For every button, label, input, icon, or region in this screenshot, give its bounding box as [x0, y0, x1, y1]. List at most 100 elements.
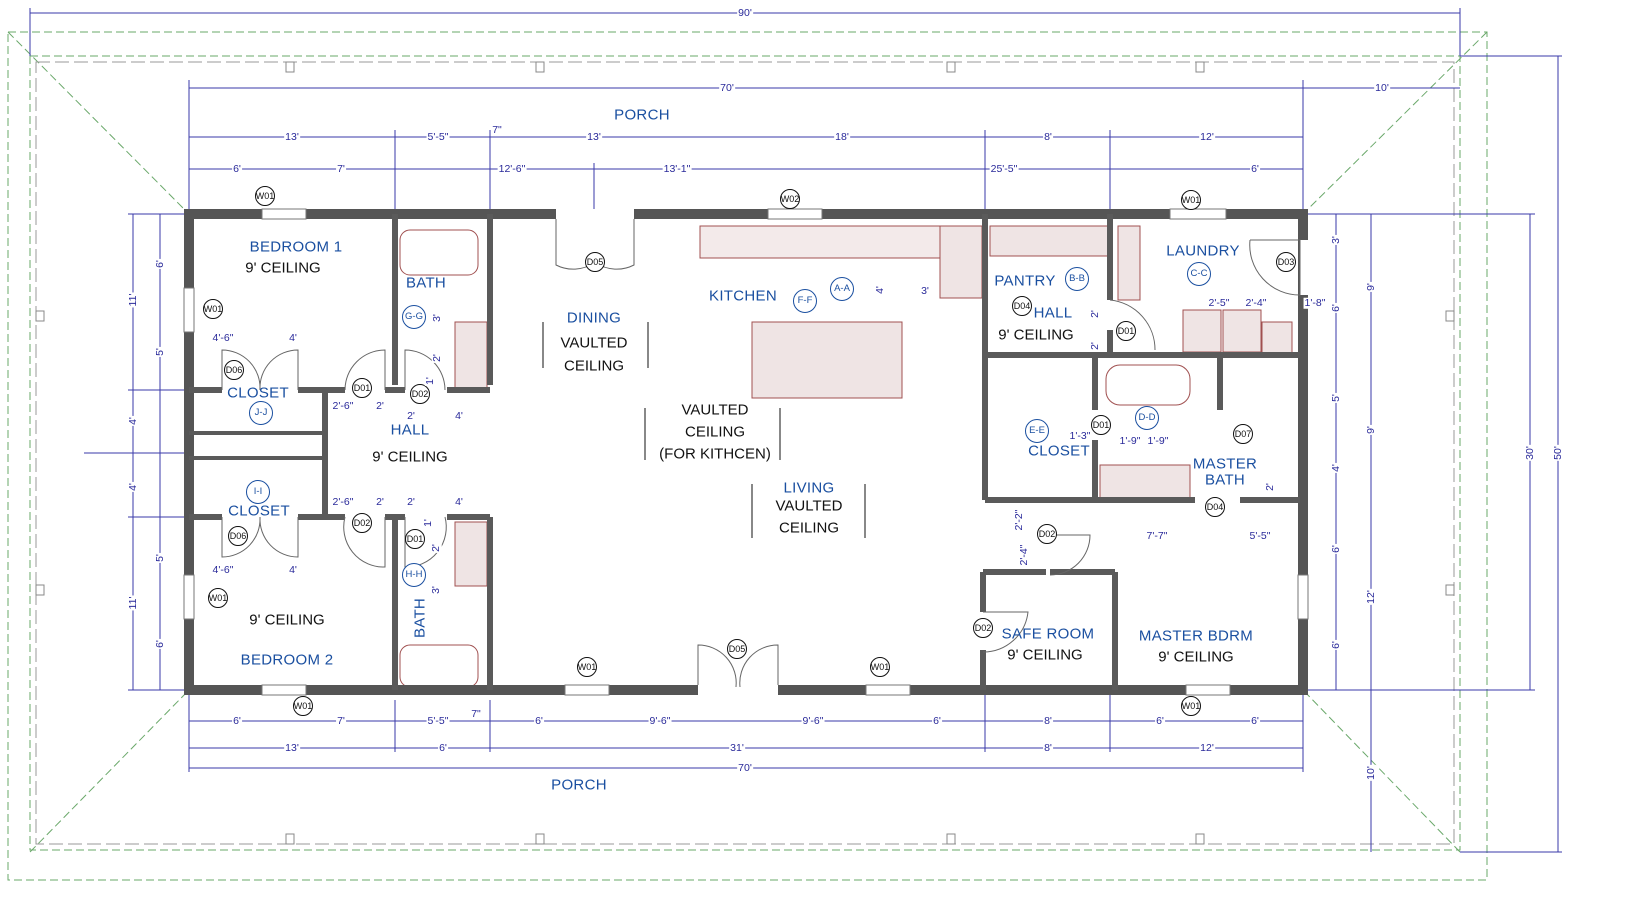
fixtures: [399, 225, 1293, 688]
dimension-label: 3': [920, 284, 930, 297]
room-label-hall: HALL: [390, 421, 430, 439]
section-marker: D-D: [1135, 406, 1159, 430]
door-tag: D06: [224, 360, 244, 380]
room-label-bedroom-1: BEDROOM 1: [249, 238, 343, 256]
dimension-label: 8': [1043, 714, 1053, 727]
dimension-label: 6': [534, 714, 544, 727]
dimension-label: 10': [1364, 765, 1377, 781]
dimension-label: 5': [153, 347, 166, 357]
dimension-label: 2': [406, 495, 416, 508]
window-tag: W01: [255, 186, 275, 206]
dimension-label: 9'-6": [801, 714, 825, 727]
door-tag: D01: [1116, 321, 1136, 341]
dimension-label: 13': [586, 130, 602, 143]
room-label-bedroom-2: BEDROOM 2: [240, 651, 334, 669]
dimension-label: 31': [729, 741, 745, 754]
ceiling-label: VAULTED: [681, 401, 749, 419]
window-tag: W01: [203, 299, 223, 319]
room-label-bath-2: BATH: [411, 597, 429, 639]
section-marker: F-F: [793, 289, 817, 313]
ceiling-label: 9' CEILING: [1007, 646, 1083, 664]
kitchen-island: [751, 321, 903, 399]
room-label-dining: DINING: [566, 309, 622, 327]
ceiling-label: 9' CEILING: [1158, 648, 1234, 666]
section-marker: H-H: [402, 563, 426, 587]
dimension-label: 6': [1329, 303, 1342, 313]
dimension-label: 4': [454, 495, 464, 508]
room-label-closet-2: CLOSET: [228, 502, 290, 520]
ceiling-label: (FOR KITHCEN): [659, 445, 771, 463]
room-label-master-bdrm: MASTER BDRM: [1138, 627, 1254, 645]
dimension-label: 6': [932, 714, 942, 727]
room-label-hall: HALL: [1033, 304, 1073, 322]
section-marker: I-I: [246, 480, 270, 504]
porch-label-top: PORCH: [614, 106, 670, 124]
openings: [183, 208, 1310, 696]
dimension-label: 9': [1364, 282, 1377, 292]
dimension-label: 11': [126, 292, 139, 308]
dimension-label: 2': [1263, 482, 1276, 492]
window-tag: W01: [208, 588, 228, 608]
dimension-label: 2': [375, 495, 385, 508]
door-tag: D07: [1233, 424, 1253, 444]
dimension-label: 18': [834, 130, 850, 143]
room-label-pantry: PANTRY: [994, 272, 1056, 290]
room-label-master-bath: MASTER: [1192, 455, 1258, 473]
dimension-label: 5': [1329, 393, 1342, 403]
dimension-label: 6': [153, 639, 166, 649]
dimension-label: 12': [1199, 130, 1215, 143]
ceiling-label: 9' CEILING: [245, 259, 321, 277]
ceiling-label: 9' CEILING: [249, 611, 325, 629]
dimension-label: 70': [737, 761, 753, 774]
dimension-label: 7": [491, 123, 503, 136]
section-marker: G-G: [402, 305, 426, 329]
porch-label-bottom: PORCH: [551, 776, 607, 794]
dimension-label: 25'-5": [989, 162, 1019, 175]
dimension-label: 3': [430, 313, 443, 323]
door-tag: D06: [228, 526, 248, 546]
dimension-label: 2': [375, 399, 385, 412]
porch-outline: [35, 61, 1455, 845]
dimension-label: 5'-5": [1248, 529, 1272, 542]
room-label-safe-room: SAFE ROOM: [1001, 625, 1095, 643]
dimension-label: 6': [232, 714, 242, 727]
dimension-label: 12': [1364, 589, 1377, 605]
dimension-label: 4'-6": [211, 563, 235, 576]
dimension-label: 8': [1043, 741, 1053, 754]
dimension-label: 4': [1329, 463, 1342, 473]
ceiling-label: CEILING: [563, 357, 625, 375]
dimension-label: 6': [1250, 714, 1260, 727]
dimension-label: 13': [284, 741, 300, 754]
dimension-label: 4': [873, 285, 886, 295]
dimension-label: 6': [1155, 714, 1165, 727]
dimension-label: 1'-8": [1303, 296, 1327, 309]
dimension-label: 10': [1374, 81, 1390, 94]
room-label-bath-1: BATH: [405, 274, 447, 292]
ceiling-label: 9' CEILING: [998, 326, 1074, 344]
dimension-label: 1': [423, 376, 436, 386]
door-tag: D05: [585, 252, 605, 272]
window-tag: W01: [293, 696, 313, 716]
dimension-label: 4': [288, 563, 298, 576]
dimension-label: 5': [153, 553, 166, 563]
dimension-label: 6': [1250, 162, 1260, 175]
door-tag: D04: [1012, 296, 1032, 316]
dimension-label: 9': [1364, 425, 1377, 435]
ceiling-label: CEILING: [684, 423, 746, 441]
dimension-label: 2'-2": [1012, 508, 1025, 532]
dimension-label: 7": [470, 707, 482, 720]
dimension-label: 1': [421, 518, 434, 528]
window-tag: W01: [1181, 696, 1201, 716]
roof-outline: [7, 31, 1488, 881]
dimension-label: 5'-5": [426, 130, 450, 143]
dimension-label: 1'-9": [1118, 434, 1142, 447]
room-label-closet-1: CLOSET: [227, 384, 289, 402]
ceiling-label: 9' CEILING: [372, 448, 448, 466]
ceiling-label: VAULTED: [560, 334, 628, 352]
dimension-label: 6': [1329, 640, 1342, 650]
dimension-label: 4': [454, 409, 464, 422]
dimension-label: 4': [126, 416, 139, 426]
dimension-label: 2'-4": [1017, 543, 1030, 567]
door-tag: D04: [1205, 497, 1225, 517]
